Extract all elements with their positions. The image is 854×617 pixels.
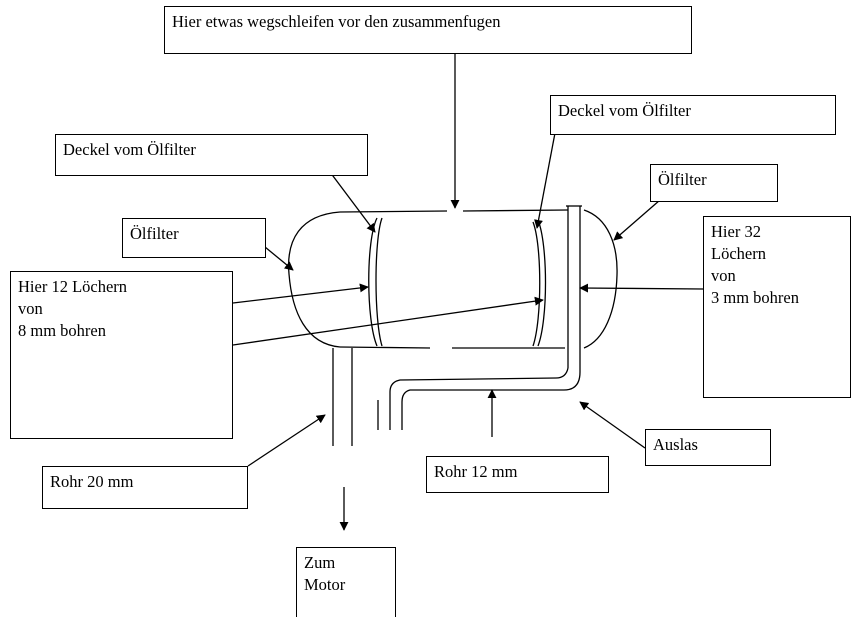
right-inner-lid-inner: [532, 221, 541, 347]
left-inner-lid-inner: [375, 217, 383, 347]
arrow-deckel-left: [329, 171, 376, 233]
pipe-12mm-bend-inner: [389, 367, 569, 430]
arrow-auslas: [579, 401, 646, 449]
arrow-rohr20: [247, 414, 326, 467]
label-deckel-left: Deckel vom Ölfilter: [55, 134, 368, 176]
left-end-cap: [287, 211, 341, 348]
top-line-right: [462, 209, 569, 212]
arrow-oelfilter-left: [264, 246, 294, 271]
bottom-line-left: [339, 346, 431, 349]
label-top-grind: Hier etwas wegschleifen vor den zusammen…: [164, 6, 692, 54]
right-end-cap: [583, 209, 618, 349]
arrow-hier12-b: [232, 296, 544, 346]
label-rohr-12: Rohr 12 mm: [426, 456, 609, 493]
arrow-deckel-right: [534, 132, 556, 229]
label-deckel-right: Deckel vom Ölfilter: [550, 95, 836, 135]
label-auslas: Auslas: [645, 429, 771, 466]
label-hier-12: Hier 12 Löchern von 8 mm bohren: [10, 271, 233, 439]
label-oelfilter-right: Ölfilter: [650, 164, 778, 202]
label-oelfilter-left: Ölfilter: [122, 218, 266, 258]
top-line-left: [339, 210, 448, 213]
leader-lines: [232, 52, 704, 531]
label-zum-motor: Zum Motor: [296, 547, 396, 617]
label-rohr-20: Rohr 20 mm: [42, 466, 248, 509]
pipe-12mm-bend-outer: [401, 371, 581, 430]
arrow-hier32: [579, 283, 704, 293]
right-inner-lid-outer: [537, 219, 547, 347]
arrow-hier12-a: [232, 283, 369, 304]
arrow-oelfilter-right: [613, 199, 661, 241]
label-hier-32: Hier 32 Löchern von 3 mm bohren: [703, 216, 851, 398]
